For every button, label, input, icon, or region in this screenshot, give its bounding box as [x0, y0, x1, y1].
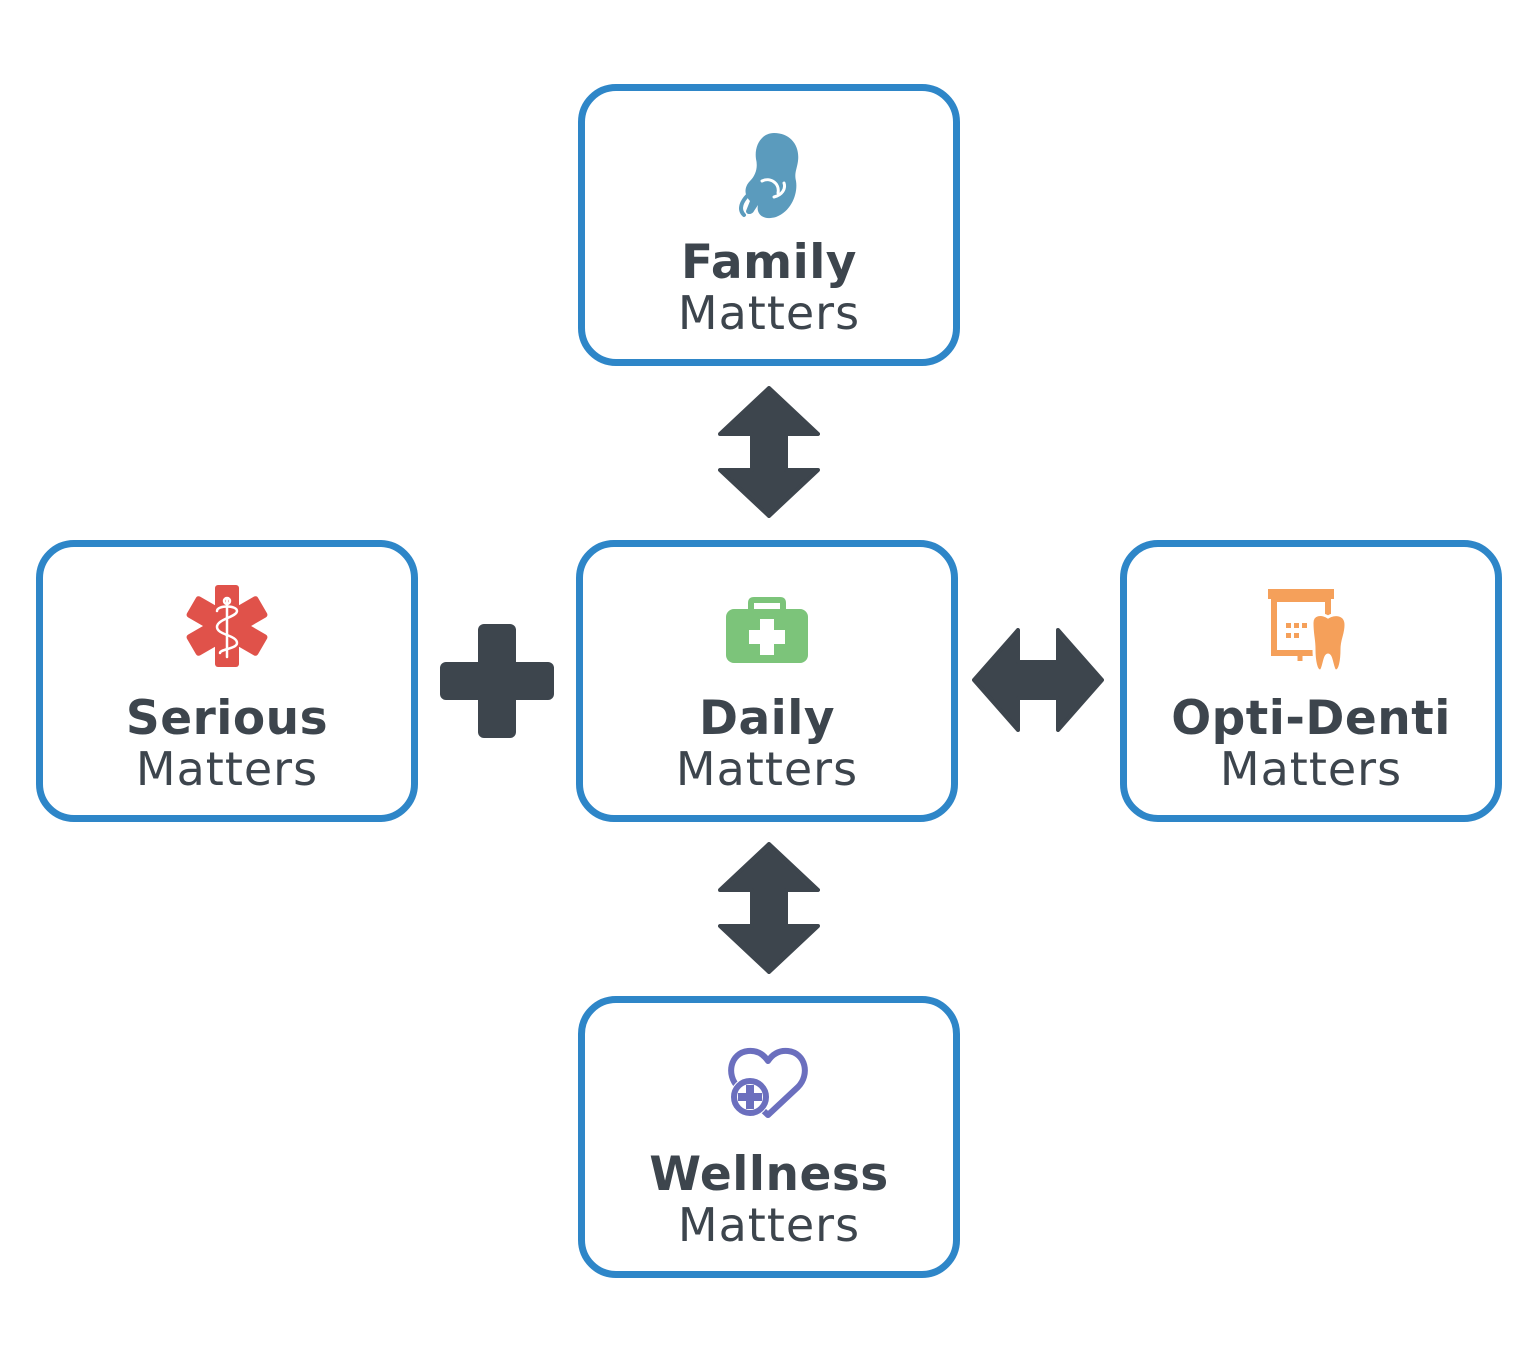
- card-subtitle: Matters: [677, 286, 861, 340]
- eye-chart-tooth-icon: [1268, 589, 1348, 673]
- double-arrow-horizontal-connector: [972, 628, 1104, 732]
- fetus-icon: [739, 133, 799, 219]
- heart-plus-icon: [728, 1047, 808, 1118]
- first-aid-kit-icon: [726, 597, 808, 663]
- serious-matters-card: Serious Matters: [36, 540, 418, 822]
- card-title: Opti-Denti: [1171, 691, 1451, 746]
- daily-matters-card: Daily Matters: [576, 540, 958, 822]
- opti-denti-matters-card: Opti-Denti Matters: [1120, 540, 1502, 822]
- wellness-matters-card: Wellness Matters: [578, 996, 960, 1278]
- family-matters-card: Family Matters: [578, 84, 960, 366]
- card-subtitle: Matters: [135, 742, 319, 796]
- card-title: Daily: [698, 691, 836, 746]
- card-subtitle: Matters: [1219, 742, 1403, 796]
- medical-star-icon: [186, 585, 268, 667]
- double-arrow-vertical-connector: [718, 842, 820, 974]
- card-subtitle: Matters: [677, 1198, 861, 1252]
- card-title: Family: [681, 235, 857, 290]
- card-title: Serious: [125, 691, 329, 746]
- card-subtitle: Matters: [675, 742, 859, 796]
- card-title: Wellness: [649, 1147, 889, 1202]
- plus-connector: [440, 624, 554, 738]
- double-arrow-vertical-connector: [718, 386, 820, 518]
